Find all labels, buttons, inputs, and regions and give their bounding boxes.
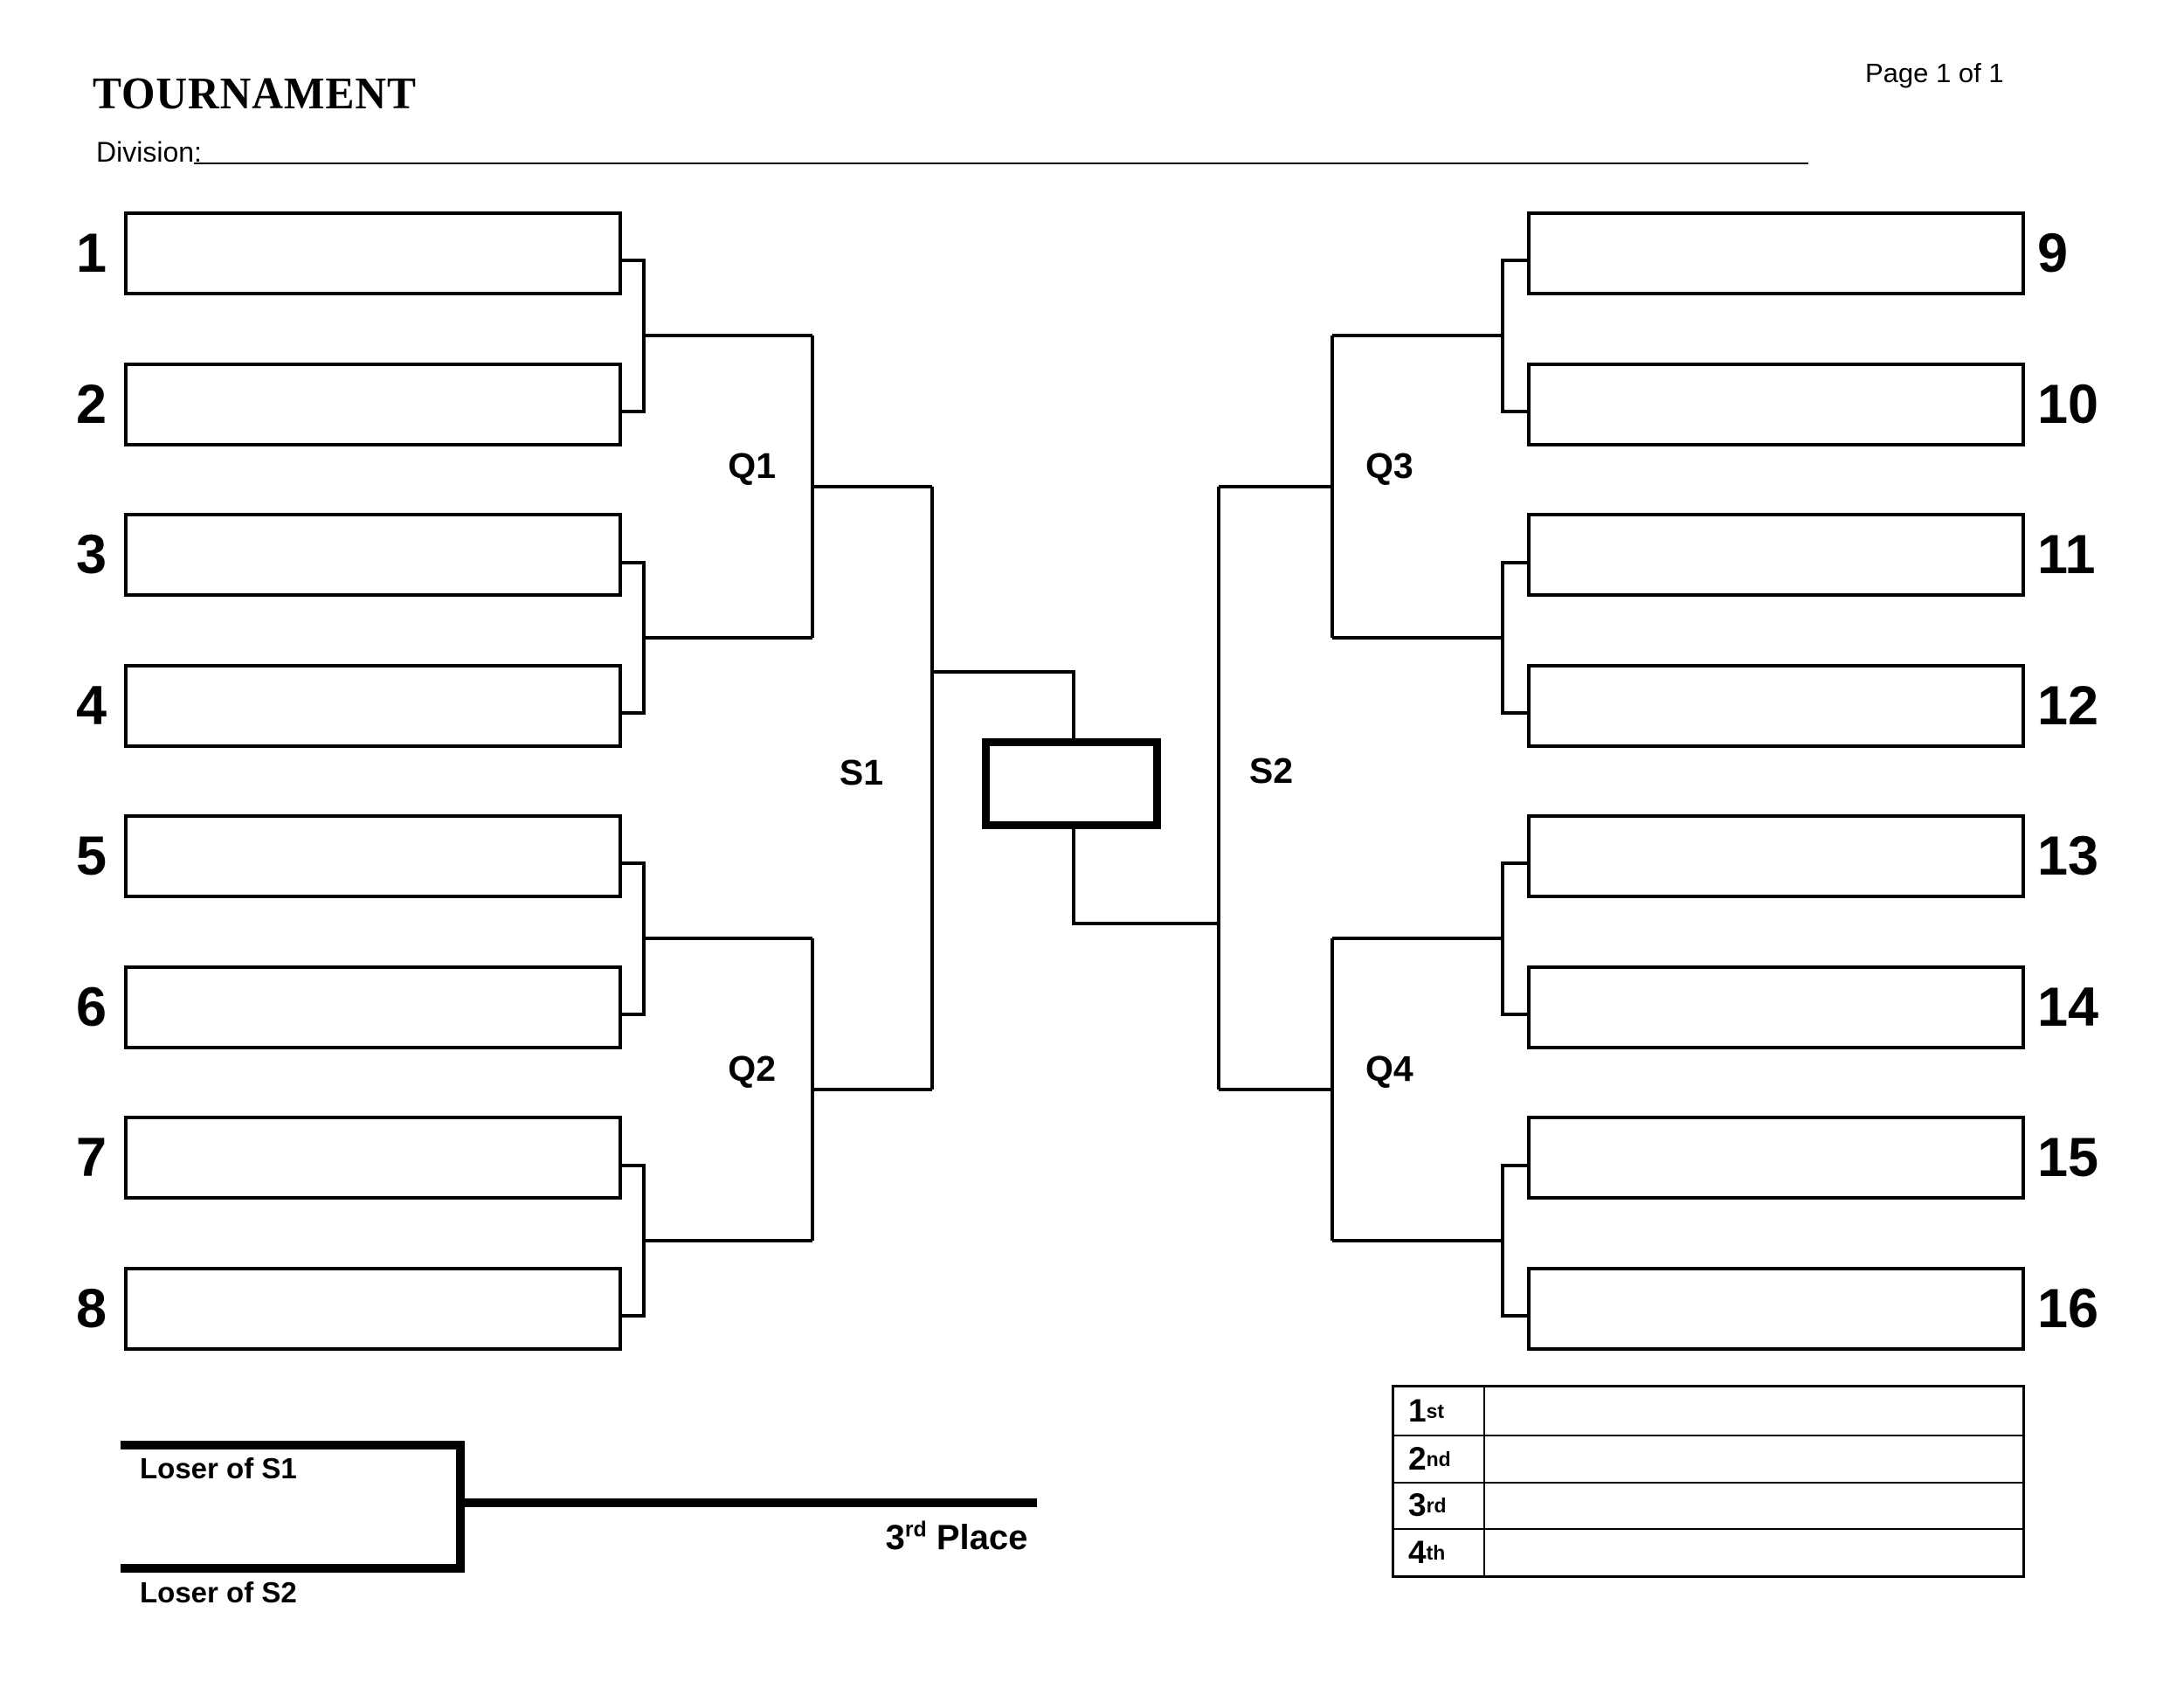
rank-number: 1 [1408, 1392, 1427, 1429]
match-label-s2: S2 [1248, 751, 1294, 791]
match-label-q3: Q3 [1365, 446, 1413, 486]
seed-label-10: 10 [2037, 374, 2099, 435]
result-value-2nd[interactable] [1485, 1434, 2022, 1482]
rank-number: 2 [1408, 1440, 1427, 1477]
seed-label-3: 3 [75, 524, 107, 585]
entry-slot-8[interactable] [124, 1267, 622, 1351]
result-value-4th[interactable] [1485, 1528, 2022, 1575]
division-label: Division: [96, 136, 202, 168]
seed-label-1: 1 [75, 223, 107, 284]
rank-number: 4 [1408, 1534, 1427, 1571]
entry-slot-11[interactable] [1527, 513, 2025, 597]
seed-label-4: 4 [75, 675, 107, 737]
match-label-s1: S1 [839, 752, 884, 792]
final-feed-right [1072, 829, 1219, 925]
match-label-q1: Q1 [728, 446, 776, 486]
loser-of-s1-label: Loser of S1 [140, 1452, 297, 1484]
division-fill-in-line[interactable] [194, 163, 1808, 164]
match-label-q4: Q4 [1365, 1048, 1413, 1089]
entry-slot-12[interactable] [1527, 664, 2025, 748]
q4-connector [1219, 938, 1334, 1241]
seed-label-9: 9 [2037, 223, 2069, 284]
final-feed-left [932, 670, 1075, 738]
third-place-label: 3rd Place [834, 1519, 1079, 1558]
pair-1-2-connector [622, 259, 812, 413]
seed-label-16: 16 [2037, 1278, 2099, 1339]
pair-5-6-connector [622, 861, 812, 1016]
entry-slot-4[interactable] [124, 664, 622, 748]
champion-box[interactable] [982, 738, 1161, 829]
entry-slot-6[interactable] [124, 965, 622, 1049]
third-place-number: 3 [885, 1519, 905, 1557]
page-number: Page 1 of 1 [1865, 58, 2004, 88]
seed-label-12: 12 [2037, 675, 2099, 737]
q1-connector [811, 336, 932, 638]
seed-label-2: 2 [75, 374, 107, 435]
seed-label-8: 8 [75, 1278, 107, 1339]
entry-slot-1[interactable] [124, 211, 622, 295]
pair-7-8-connector [622, 1164, 812, 1318]
third-place-word: Place [926, 1519, 1028, 1557]
entry-slot-14[interactable] [1527, 965, 2025, 1049]
entry-slot-7[interactable] [124, 1116, 622, 1200]
pair-3-4-connector [622, 561, 812, 715]
seed-label-14: 14 [2037, 977, 2099, 1038]
pair-13-14-connector [1332, 861, 1527, 1016]
result-value-3rd[interactable] [1485, 1481, 2022, 1529]
pair-9-10-connector [1332, 259, 1527, 413]
pair-11-12-connector [1332, 561, 1527, 715]
result-value-1st[interactable] [1485, 1387, 2022, 1435]
seed-label-13: 13 [2037, 826, 2099, 887]
entry-slot-10[interactable] [1527, 363, 2025, 446]
loser-of-s2-label: Loser of S2 [140, 1576, 297, 1608]
seed-label-5: 5 [75, 826, 107, 887]
q2-connector [811, 938, 932, 1241]
entry-slot-13[interactable] [1527, 814, 2025, 898]
seed-label-11: 11 [2037, 524, 2096, 585]
third-place-ordinal-suffix: rd [904, 1518, 927, 1542]
rank-number: 3 [1408, 1487, 1427, 1524]
entry-slot-5[interactable] [124, 814, 622, 898]
entry-slot-15[interactable] [1527, 1116, 2025, 1200]
seed-label-7: 7 [75, 1127, 107, 1188]
seed-label-15: 15 [2037, 1127, 2099, 1188]
page-title: TOURNAMENT [93, 69, 417, 119]
entry-slot-16[interactable] [1527, 1267, 2025, 1351]
pair-15-16-connector [1332, 1164, 1527, 1318]
entry-slot-9[interactable] [1527, 211, 2025, 295]
q3-connector [1219, 336, 1334, 638]
seed-label-6: 6 [75, 977, 107, 1038]
match-label-q2: Q2 [728, 1048, 776, 1089]
entry-slot-2[interactable] [124, 363, 622, 446]
entry-slot-3[interactable] [124, 513, 622, 597]
